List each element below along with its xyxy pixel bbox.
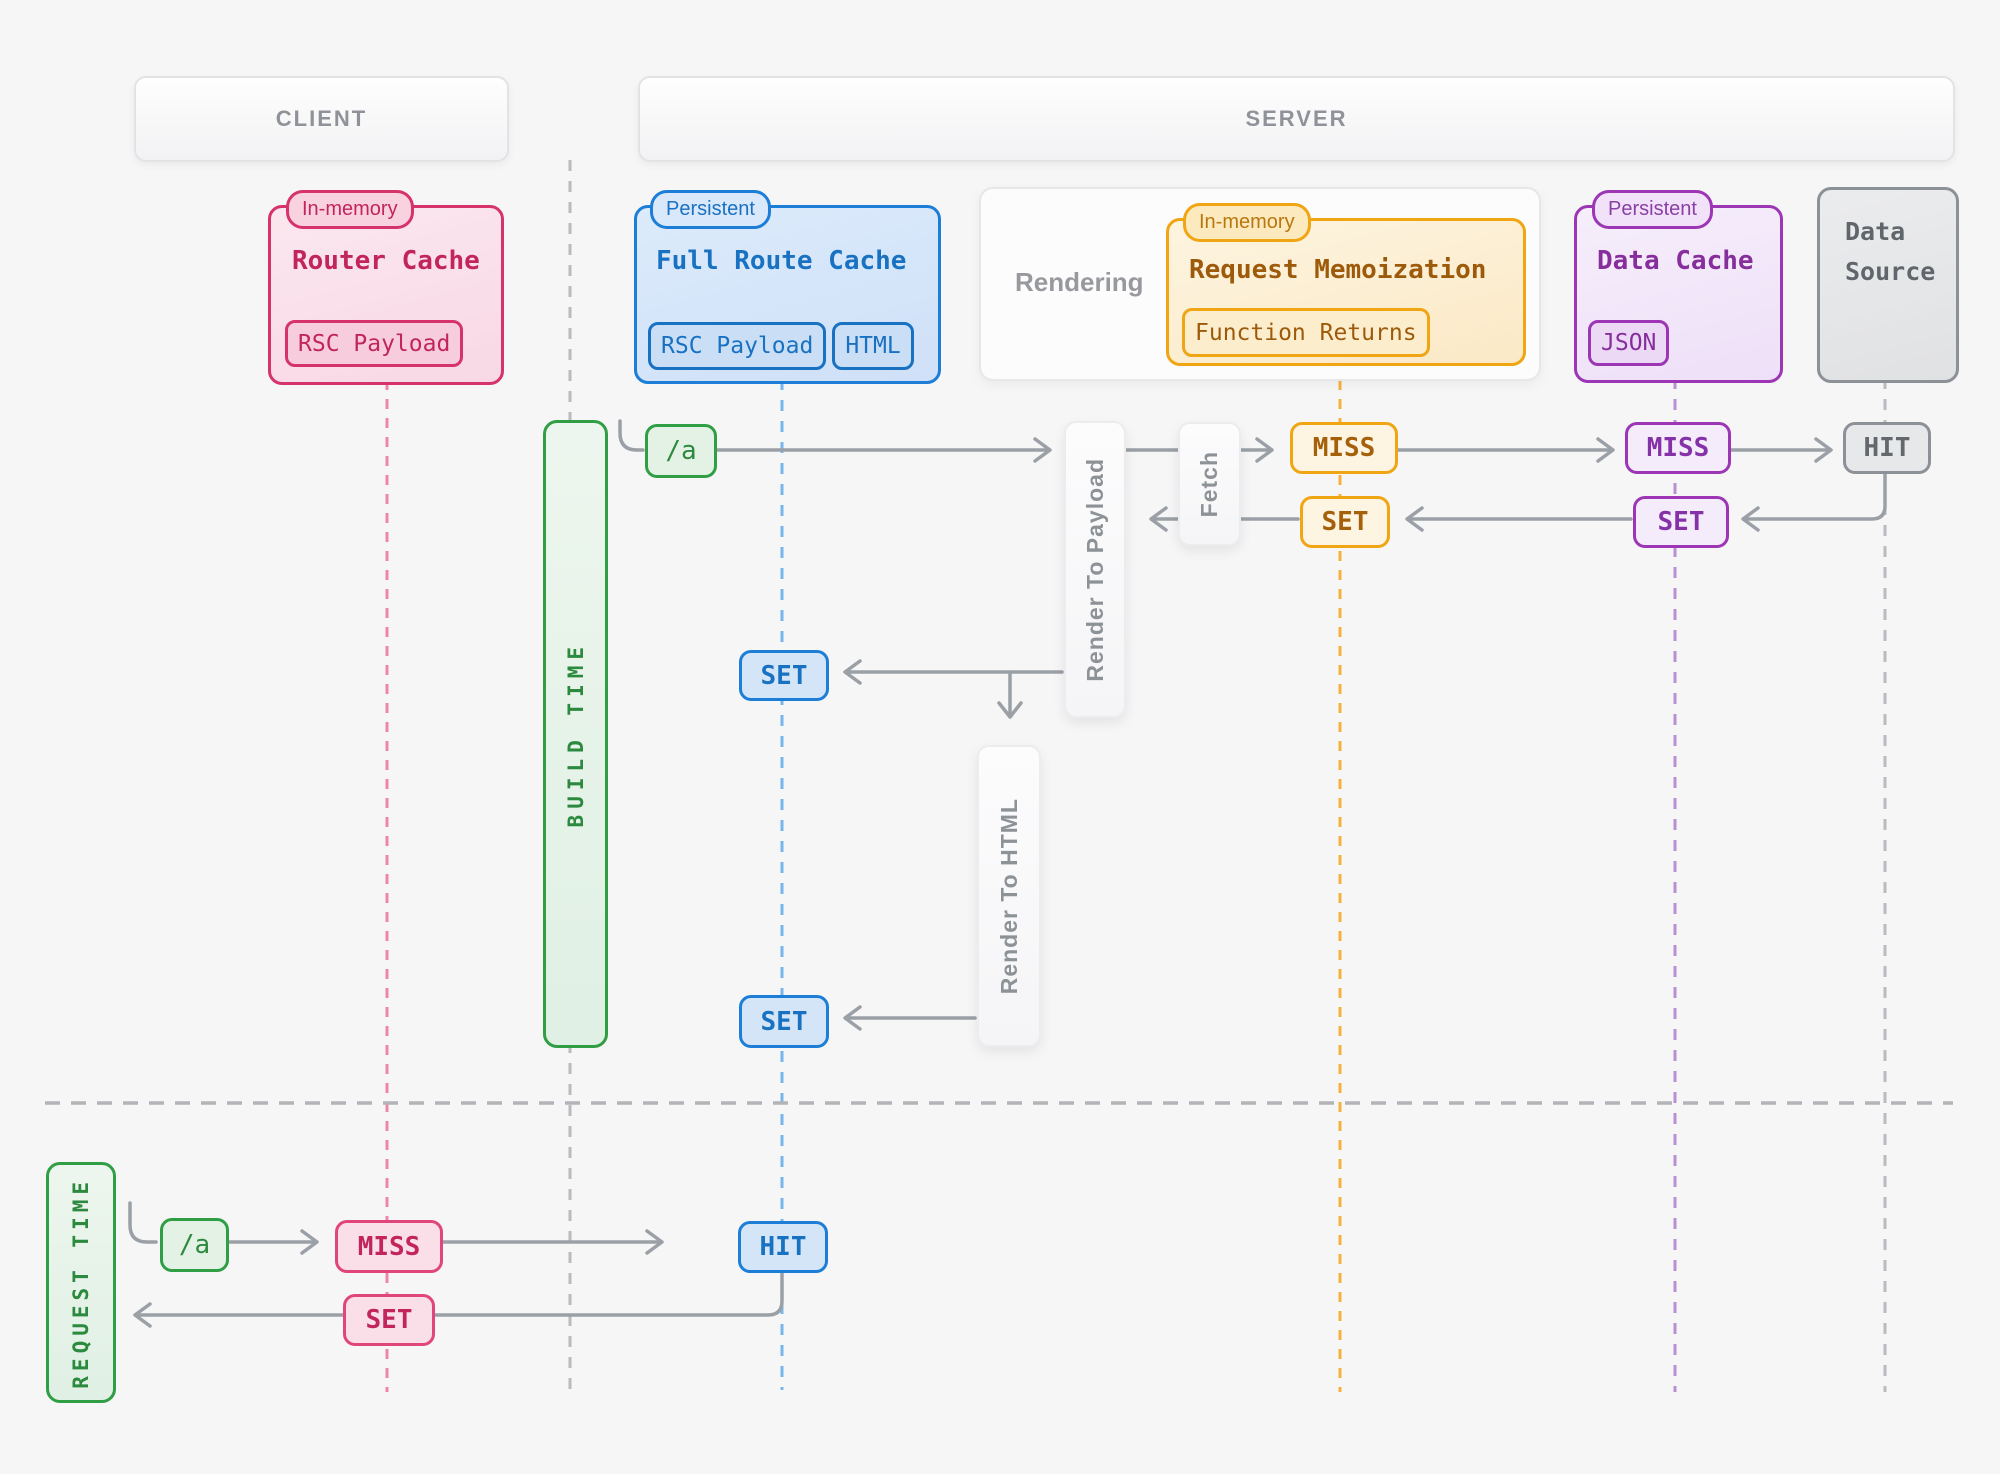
- request-time-label: REQUEST TIME: [69, 1176, 93, 1389]
- request-memoization-miss-chip: MISS: [1290, 422, 1398, 474]
- data-cache-miss-chip: MISS: [1625, 422, 1731, 474]
- full-route-cache-box: Persistent Full Route Cache RSC Payload …: [634, 190, 941, 384]
- router-cache-miss-chip: MISS: [335, 1220, 443, 1273]
- data-cache-box: Persistent Data Cache JSON: [1574, 190, 1783, 383]
- full-route-cache-set-payload-chip: SET: [739, 650, 829, 701]
- build-time-label: BUILD TIME: [563, 640, 588, 828]
- router-cache-title: Router Cache: [292, 246, 480, 276]
- data-source-box: Data Source: [1817, 187, 1959, 383]
- fetch-label: Fetch: [1196, 450, 1222, 518]
- data-source-title: Data Source: [1845, 217, 1936, 286]
- request-memoization-box: In-memory Request Memoization Function R…: [1166, 203, 1526, 366]
- client-section-label: CLIENT: [275, 106, 368, 131]
- flow-arrows: [128, 419, 1887, 1328]
- router-cache-set-chip: SET: [343, 1294, 435, 1346]
- rsc-payload-chip: RSC Payload: [648, 322, 827, 370]
- request-time-lane: REQUEST TIME: [46, 1162, 116, 1403]
- data-cache-tag: Persistent: [1592, 190, 1713, 229]
- fetch-chip: Fetch: [1178, 422, 1241, 546]
- request-route-chip: /a: [160, 1218, 229, 1272]
- router-cache-tag: In-memory: [286, 190, 414, 229]
- rendering-panel: Rendering In-memory Request Memoization …: [979, 187, 1541, 381]
- rendering-title: Rendering: [1015, 267, 1144, 297]
- build-route-chip: /a: [645, 424, 717, 478]
- render-to-html-chip: Render To HTML: [977, 745, 1041, 1047]
- request-memoization-set-chip: SET: [1300, 496, 1390, 548]
- full-route-cache-tag: Persistent: [650, 190, 771, 229]
- rsc-payload-chip: RSC Payload: [285, 320, 464, 367]
- data-cache-title: Data Cache: [1597, 246, 1754, 276]
- render-to-payload-label: Render To Payload: [1081, 457, 1108, 682]
- render-to-payload-chip: Render To Payload: [1064, 421, 1126, 718]
- data-source-hit-chip: HIT: [1843, 422, 1931, 474]
- full-route-cache-title: Full Route Cache: [656, 246, 907, 276]
- html-chip: HTML: [832, 322, 914, 370]
- server-section-header: SERVER: [638, 76, 1955, 162]
- build-time-lane: BUILD TIME: [543, 420, 608, 1048]
- function-returns-chip: Function Returns: [1182, 308, 1430, 357]
- render-to-html-label: Render To HTML: [995, 797, 1022, 995]
- request-memoization-tag: In-memory: [1183, 203, 1311, 242]
- request-memoization-title: Request Memoization: [1189, 255, 1487, 285]
- router-cache-box: In-memory Router Cache RSC Payload: [268, 190, 504, 385]
- data-cache-set-chip: SET: [1633, 496, 1729, 548]
- server-section-label: SERVER: [1245, 106, 1348, 131]
- full-route-cache-hit-chip: HIT: [738, 1221, 828, 1273]
- full-route-cache-set-html-chip: SET: [739, 995, 829, 1048]
- client-section-header: CLIENT: [134, 76, 509, 162]
- json-chip: JSON: [1588, 320, 1670, 366]
